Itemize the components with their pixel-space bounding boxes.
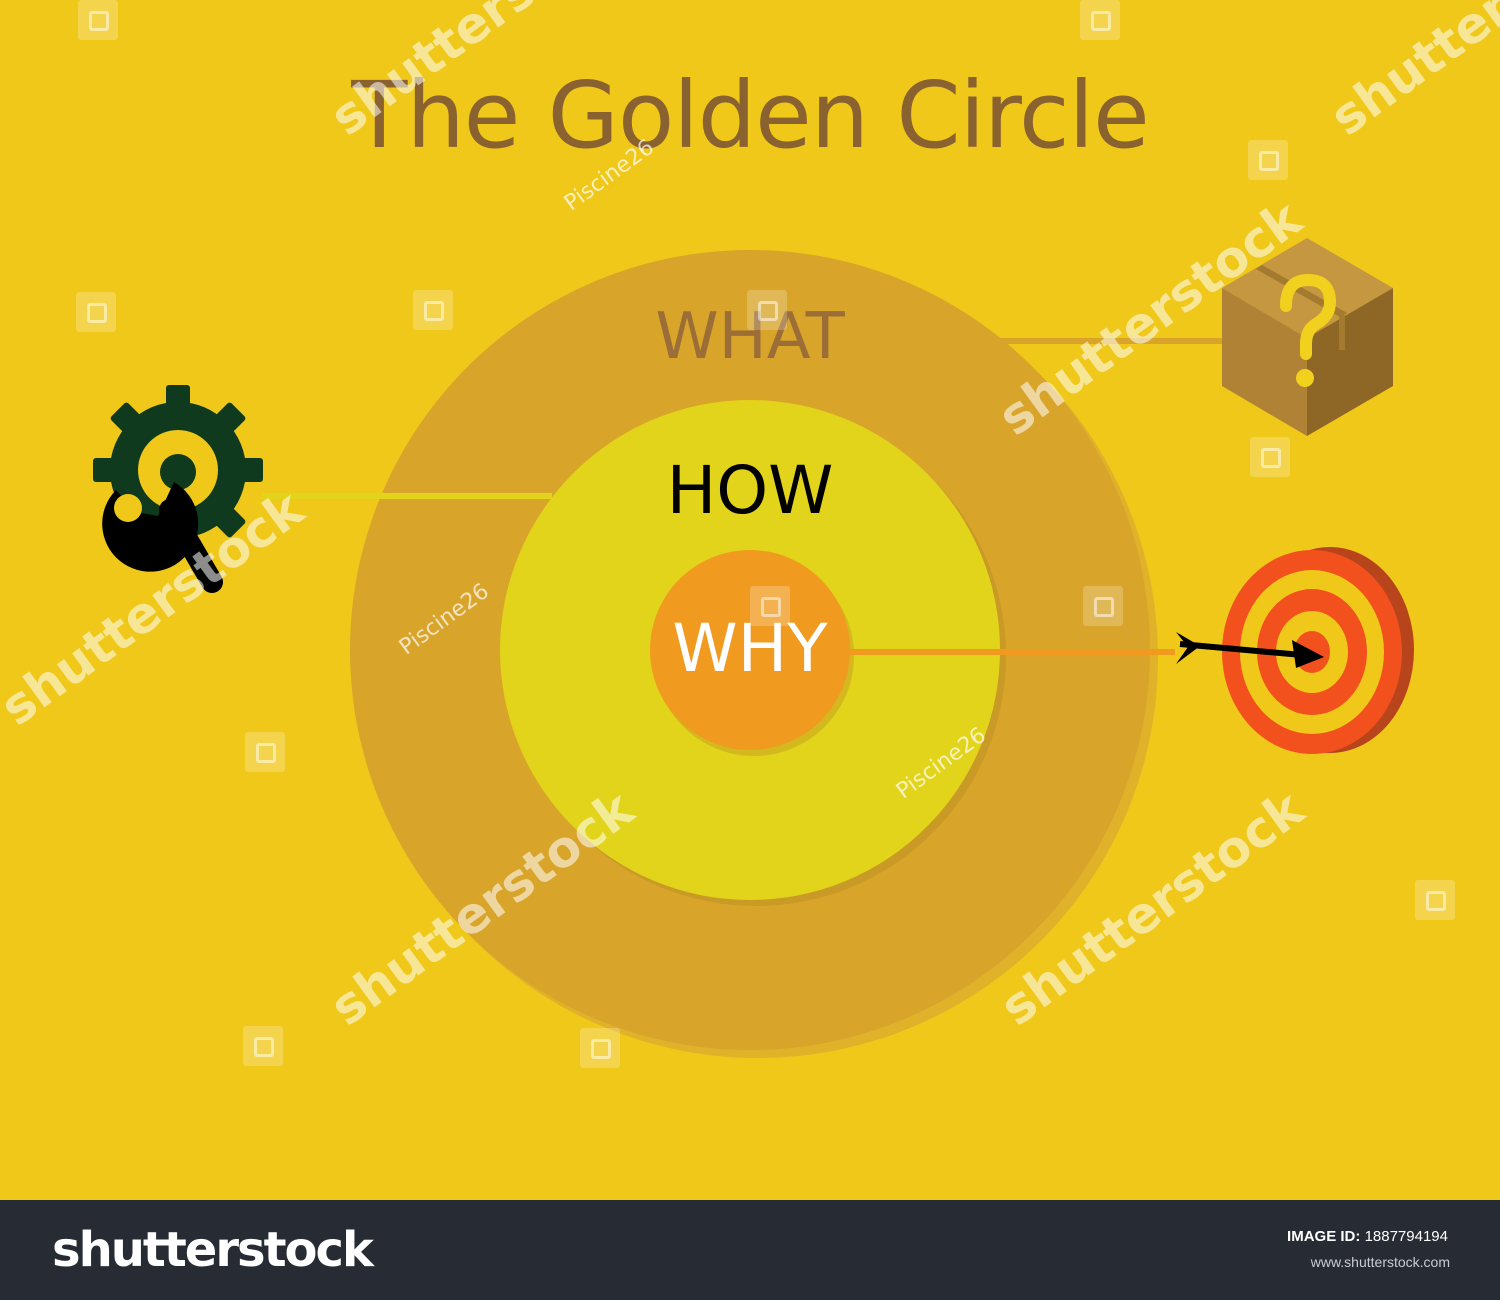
image-id: IMAGE ID: 1887794194	[1287, 1228, 1448, 1245]
watermark-square	[1248, 140, 1288, 180]
gear-wrench-icon	[93, 385, 263, 593]
footer-url: www.shutterstock.com	[1310, 1254, 1450, 1270]
watermark-square	[1415, 880, 1455, 920]
watermark-square	[413, 290, 453, 330]
target-arrow-icon	[1176, 547, 1414, 754]
watermark-square	[1250, 437, 1290, 477]
how-label: HOW	[666, 452, 834, 529]
watermark-square	[750, 586, 790, 626]
watermark-square	[747, 290, 787, 330]
watermark-square	[76, 292, 116, 332]
what-label: WHAT	[655, 300, 845, 374]
why-label: WHY	[672, 610, 828, 687]
watermark-square	[580, 1028, 620, 1068]
watermark-square	[1080, 0, 1120, 40]
image-id-label: IMAGE ID:	[1287, 1228, 1361, 1245]
watermark-square	[243, 1026, 283, 1066]
image-id-value: 1887794194	[1364, 1228, 1448, 1245]
shutterstock-logo: shutterstock	[52, 1222, 374, 1278]
why-circle	[650, 550, 850, 750]
golden-circle-diagram	[93, 238, 1414, 1058]
watermark-square	[245, 732, 285, 772]
watermark-square	[1083, 586, 1123, 626]
mystery-box-icon	[1222, 238, 1393, 436]
footer-bar: shutterstock IMAGE ID: 1887794194 www.sh…	[0, 1200, 1500, 1300]
watermark-square	[78, 0, 118, 40]
diagram-title: The Golden Circle	[351, 62, 1149, 169]
